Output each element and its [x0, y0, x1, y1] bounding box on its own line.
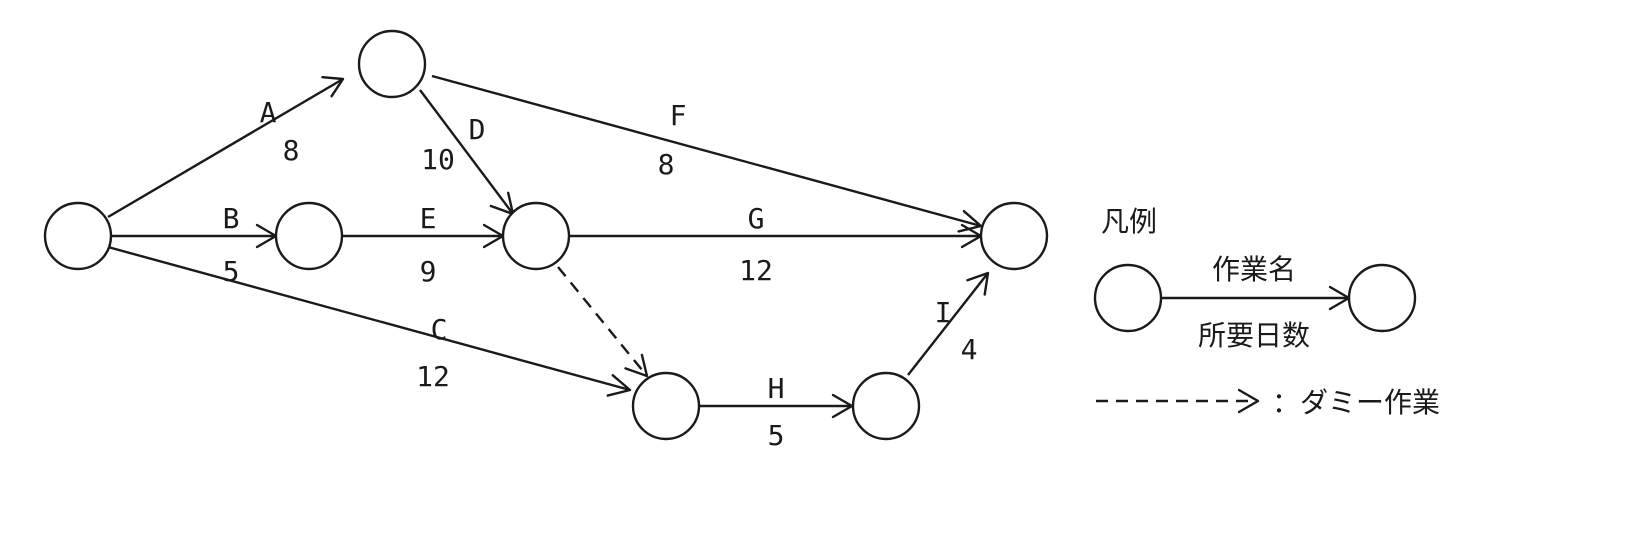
edge-a-arrowhead [321, 75, 345, 98]
activity-f-name: F [670, 99, 687, 132]
node-after-d-e [501, 201, 571, 271]
legend-dummy-arrowhead [1237, 388, 1260, 414]
legend-activity-arrowhead [1328, 285, 1351, 311]
activity-e-duration: 9 [420, 255, 437, 288]
edges [107, 74, 990, 419]
activity-e-name: E [420, 202, 437, 235]
legend-title: 凡例 [1101, 205, 1157, 238]
activity-c-name: C [431, 313, 448, 346]
node-after-c [631, 371, 701, 441]
activity-d-name: D [469, 113, 486, 146]
nodes [43, 29, 1049, 441]
node-start [43, 201, 113, 271]
edge-f [431, 74, 982, 228]
activity-a-name: A [260, 96, 277, 129]
activity-h-duration: 5 [768, 419, 785, 452]
activity-g-duration: 12 [739, 254, 773, 287]
activity-h-name: H [768, 372, 785, 405]
edge-a [107, 77, 344, 219]
node-after-b [274, 201, 344, 271]
legend-activity-name: 作業名 [1212, 253, 1296, 286]
edge-c-arrowhead [606, 374, 632, 397]
edge-f-arrowhead [957, 209, 983, 233]
activity-b-duration: 5 [223, 255, 240, 288]
edge-i [907, 272, 989, 376]
legend-dummy-label: ：ダミー作業 [1272, 386, 1440, 419]
edge-d [419, 89, 514, 215]
node-after-h [851, 371, 921, 441]
activity-g-name: G [748, 202, 765, 235]
activity-i-duration: 4 [961, 333, 978, 366]
legend-start-node [1093, 263, 1163, 333]
legend-required-days: 所要日数 [1198, 319, 1310, 352]
node-end [979, 201, 1049, 271]
activity-labels: A 8 B 5 C 12 D 10 E 9 F 8 G 12 H 5 I 4 [223, 96, 978, 452]
node-after-a [357, 29, 427, 99]
legend: 凡例 作業名 所要日数 ：ダミー作業 [1093, 205, 1440, 419]
activity-a-duration: 8 [283, 134, 300, 167]
edge-dummy [557, 266, 648, 377]
activity-c-duration: 12 [416, 360, 450, 393]
activity-i-name: I [935, 296, 952, 329]
edge-c [107, 245, 631, 392]
activity-d-duration: 10 [421, 143, 455, 176]
edge-i-arrowhead [966, 271, 990, 296]
edge-dummy-arrowhead [624, 353, 649, 378]
activity-b-name: B [223, 202, 240, 235]
legend-end-node [1347, 263, 1417, 333]
activity-f-duration: 8 [658, 148, 675, 181]
